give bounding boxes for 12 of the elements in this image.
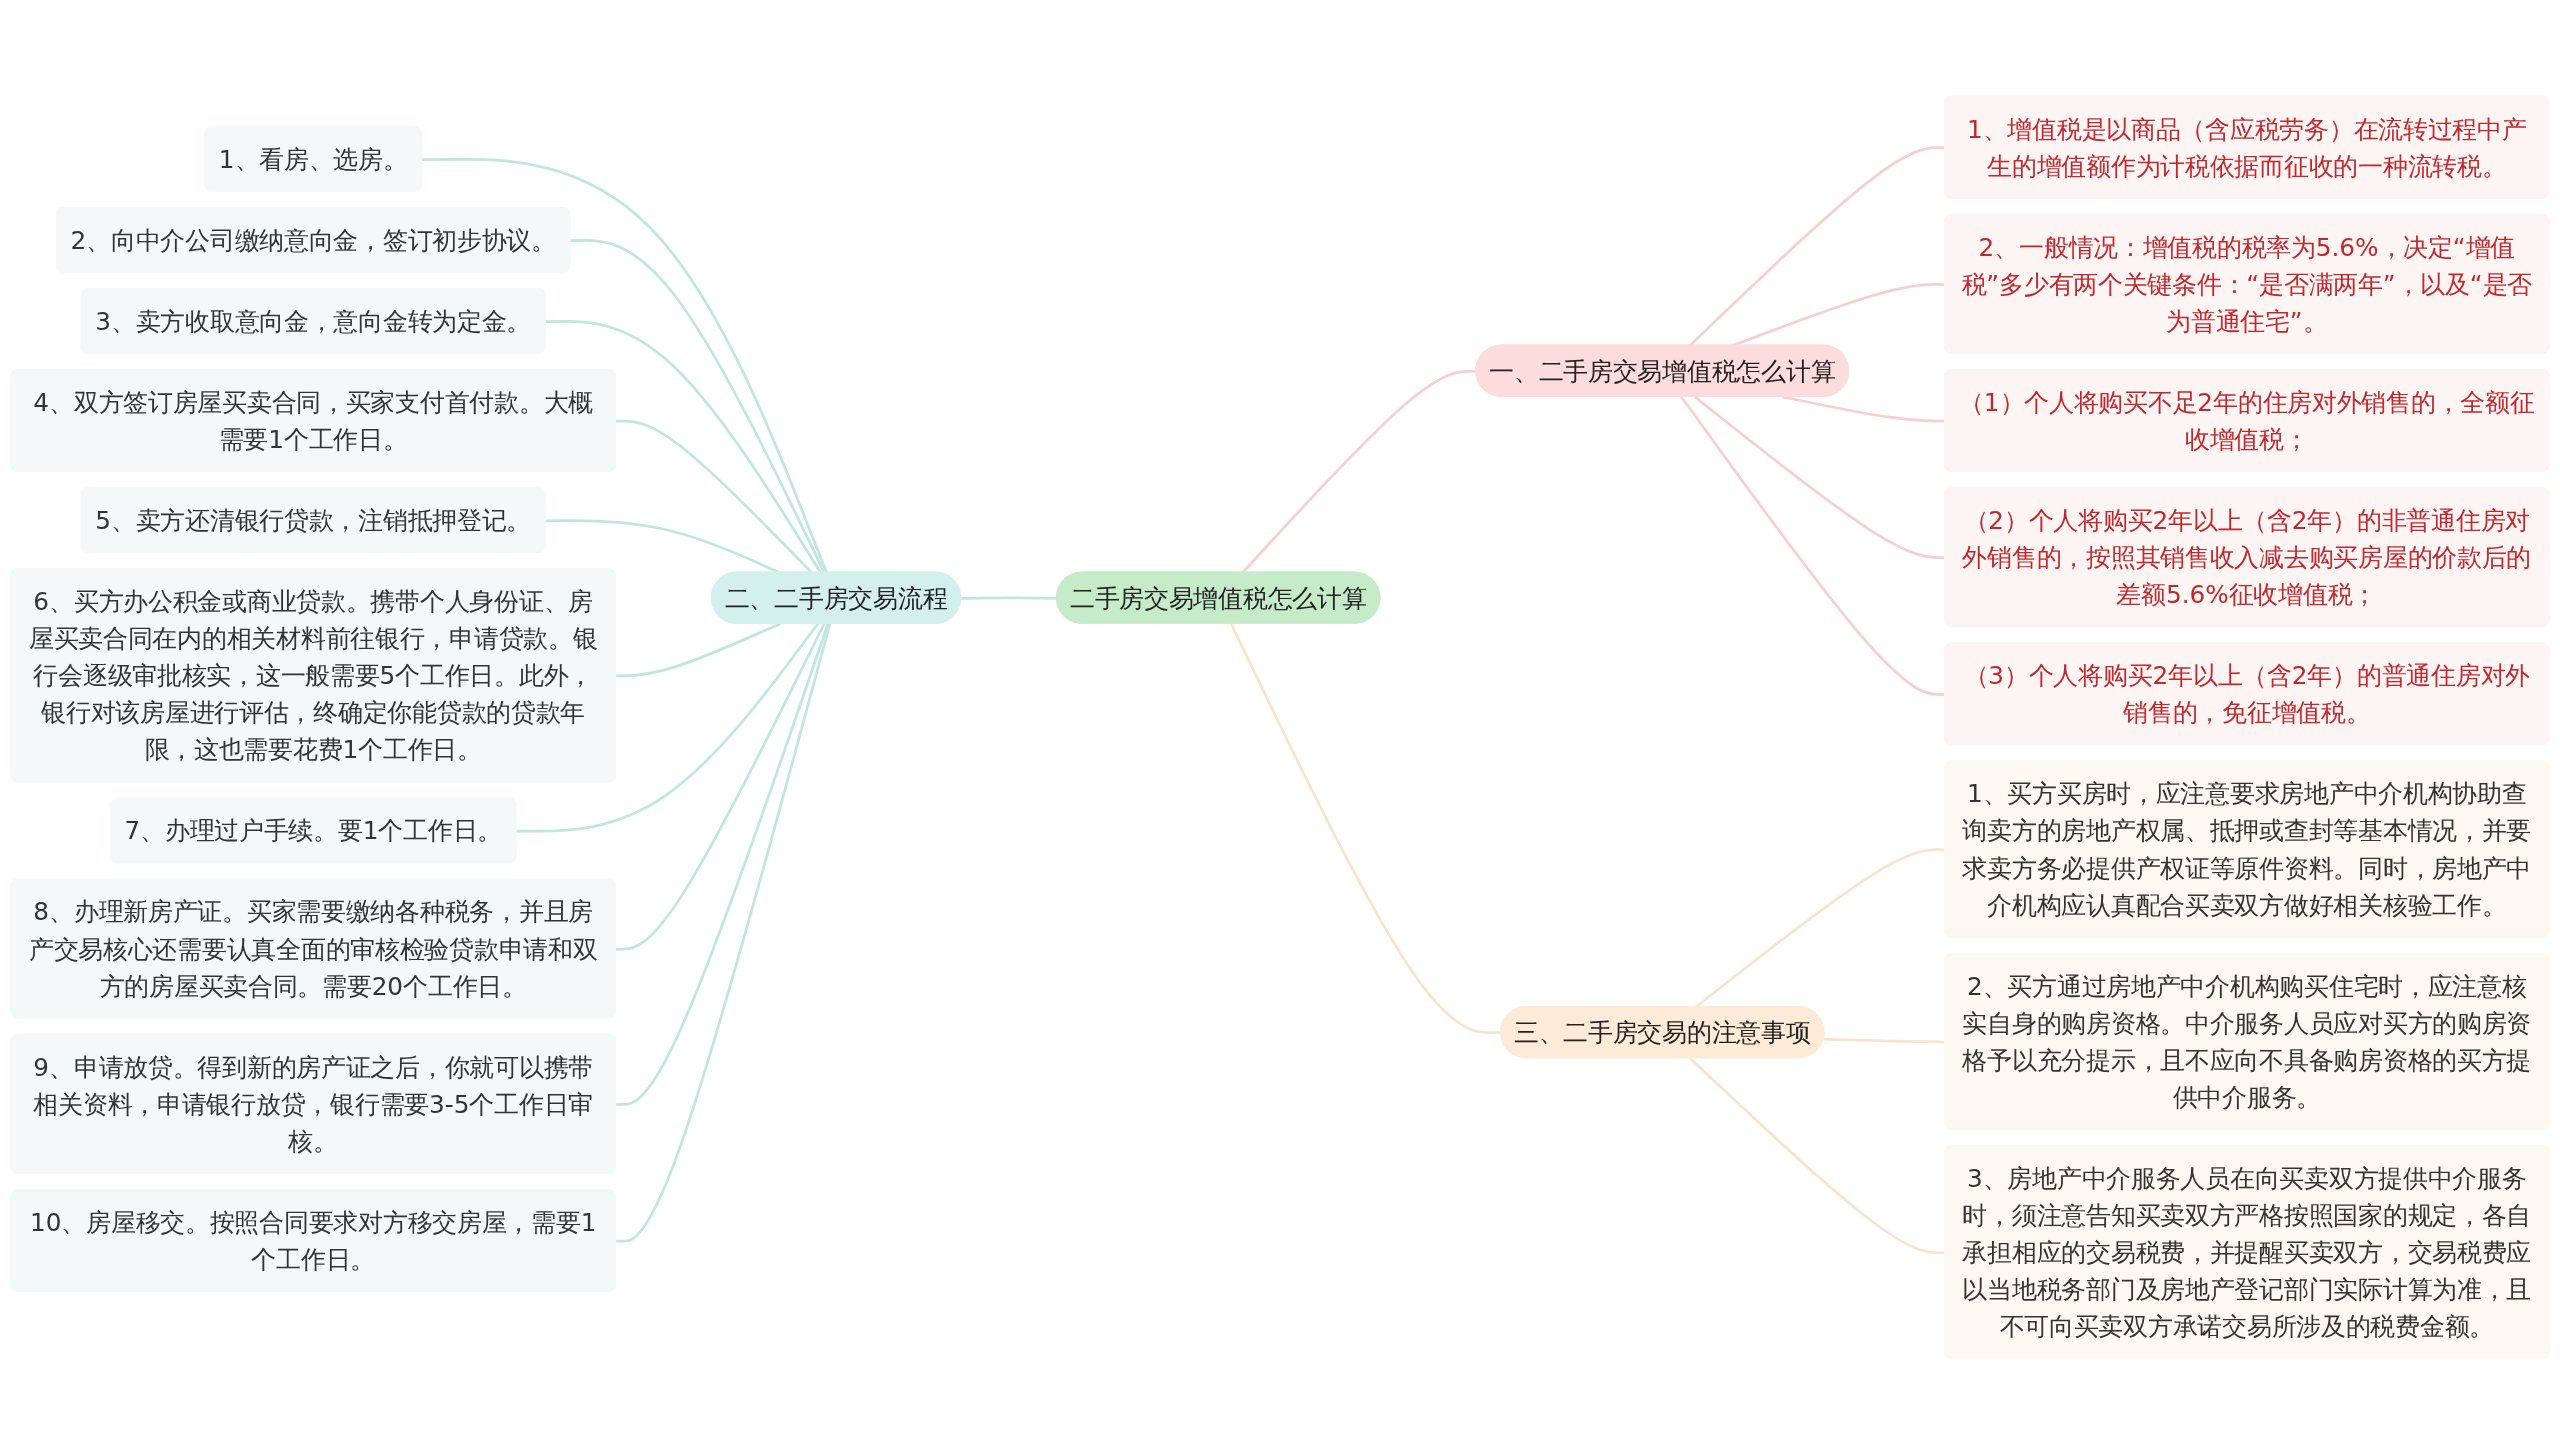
connector xyxy=(961,596,1058,600)
connector xyxy=(616,623,826,951)
connector xyxy=(516,622,819,833)
connector xyxy=(616,623,832,1243)
connector xyxy=(1241,369,1477,574)
connector xyxy=(616,622,781,678)
connector xyxy=(422,158,828,574)
connector xyxy=(616,419,813,574)
connector xyxy=(1229,623,1502,1035)
connector xyxy=(545,320,822,574)
connector xyxy=(570,239,826,574)
connector xyxy=(616,623,830,1106)
